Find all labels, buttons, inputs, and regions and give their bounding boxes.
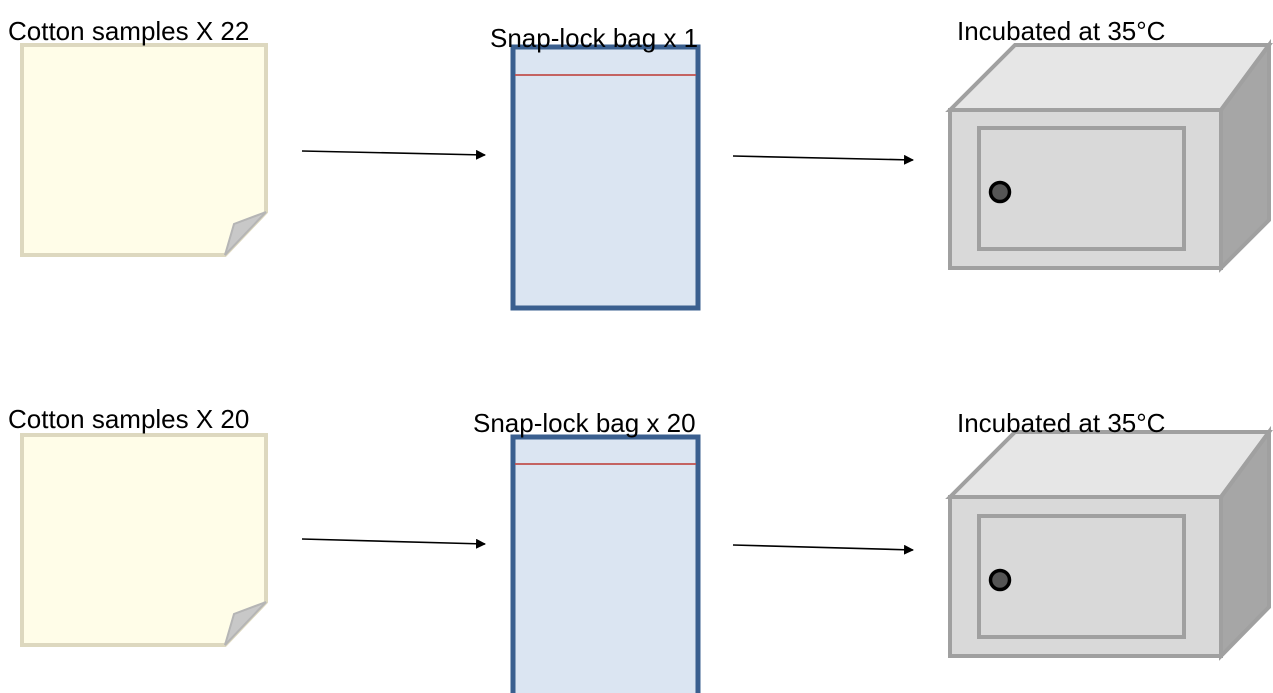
note-paper-icon	[20, 43, 268, 257]
snap-lock-bag-icon	[510, 44, 701, 311]
arrow-bag-to-incubator	[732, 154, 914, 165]
arrow-sample-to-bag	[301, 538, 486, 549]
sample-label: Cotton samples X 22	[8, 16, 250, 46]
row-1	[20, 38, 1273, 311]
note-paper-icon	[20, 433, 268, 647]
snap-lock-bag-icon	[510, 434, 701, 693]
bag-label: Snap-lock bag x 1	[490, 23, 699, 53]
sample-label: Cotton samples X 20	[8, 404, 250, 434]
arrow-bag-to-incubator	[732, 544, 914, 555]
incubator-box-icon	[945, 425, 1273, 661]
incubator-label: Incubated at 35°C	[957, 16, 1166, 46]
incubator-label: Incubated at 35°C	[957, 408, 1166, 438]
incubator-knob	[988, 568, 1012, 592]
arrow-sample-to-bag	[301, 149, 486, 160]
row-2	[20, 425, 1273, 693]
incubator-knob	[988, 180, 1012, 204]
incubator-box-icon	[945, 38, 1273, 273]
bag-label: Snap-lock bag x 20	[473, 408, 696, 438]
